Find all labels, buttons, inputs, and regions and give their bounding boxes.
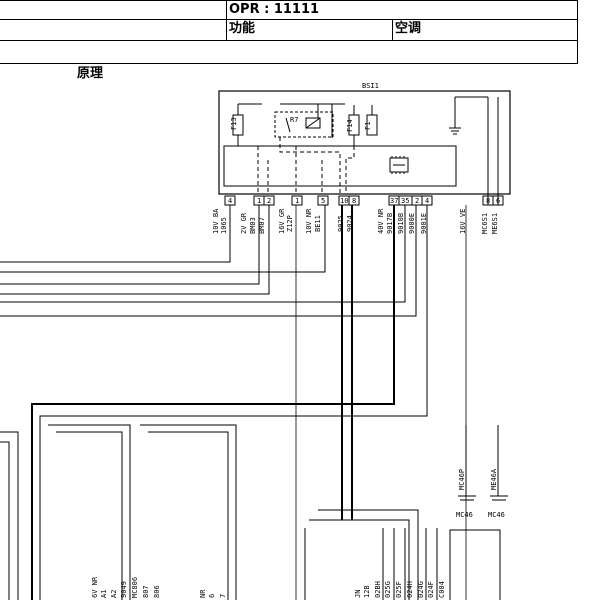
bottom-label: 9049 [120, 581, 128, 598]
pin-number: 8 [352, 197, 356, 205]
internal-wiring [257, 137, 355, 194]
fuse-label: F1 [364, 122, 372, 130]
wire-label: 9001E [420, 213, 428, 234]
bottom-label: 024H [406, 581, 414, 598]
bottom-label: MC806 [131, 577, 139, 598]
bottom-label: JN [354, 590, 362, 598]
wire-label: 2V GR [240, 212, 248, 234]
wire-label: 16V GR [278, 208, 286, 234]
bottom-label: NR [199, 589, 207, 598]
bottom-label: A2 [110, 590, 118, 598]
wire-label: 1065 [220, 217, 228, 234]
pin-number: 5 [321, 197, 325, 205]
wire-label: MC6S1 [481, 213, 489, 234]
bottom-label: A1 [100, 590, 108, 598]
ground-code: MC46P [458, 469, 466, 490]
pin-number: 2 [267, 197, 271, 205]
pin-number: 1 [257, 197, 261, 205]
wire-label: 10V BA [212, 208, 220, 234]
pin-number: 35 [401, 197, 409, 205]
connector-strip: 4 1 2 1 5 10 8 37 35 2 4 8 6 [219, 193, 510, 206]
wire-labels: 10V BA 1065 2V GR BM03 BM07 16V GR Z12P … [212, 208, 499, 234]
header-row-3 [0, 40, 578, 64]
bottom-label: 6 [208, 594, 216, 598]
bottom-label: 7 [219, 594, 227, 598]
lower-components [0, 424, 501, 600]
bottom-label: 025F [395, 581, 403, 598]
bottom-label: 02BH [374, 581, 382, 598]
ground-code: ME46A [490, 468, 498, 490]
chip-icon [389, 156, 409, 174]
pin-number: 4 [228, 197, 232, 205]
wire-label: Z12P [286, 215, 294, 232]
pin-number: 1 [295, 197, 299, 205]
pin-number: 4 [425, 197, 429, 205]
fuse-icon: F14 [346, 105, 360, 146]
ground-icon: ME46A MC46 [488, 425, 508, 519]
ground-label: MC46 [488, 511, 505, 519]
bottom-label: 807 [142, 585, 150, 598]
fuse-icon: F1 [364, 105, 378, 136]
ground-icon: MC46P MC46 [456, 425, 476, 519]
relay-icon: R7 [274, 103, 345, 138]
function-label: 功能 [226, 20, 392, 40]
fuse-label: F14 [346, 119, 354, 132]
wire-label: BM07 [258, 217, 266, 234]
harness-wires [0, 97, 499, 600]
wire-label: 40V NR [377, 208, 385, 234]
bottom-label: 025G [384, 581, 392, 598]
fuse-label: F13 [230, 117, 238, 130]
bottom-label: 12B [363, 585, 371, 598]
wire-label: 9010B [397, 213, 405, 234]
bsi-module-box [218, 90, 511, 195]
bottom-label: 024G [417, 581, 425, 598]
wire-label: 9000E [408, 213, 416, 234]
bsi-inner-block [223, 145, 457, 187]
bsi-module-label: BSI1 [362, 82, 379, 90]
ground-label: MC46 [456, 511, 473, 519]
relay-label: R7 [290, 116, 298, 124]
ground-icon [449, 96, 488, 135]
pin-number: 10 [340, 197, 348, 205]
fuse-icon: F13 [230, 103, 262, 146]
bottom-label: 024F [427, 581, 435, 598]
function-value: 空调 [392, 20, 578, 40]
wire-label: 9024 [346, 215, 354, 232]
pin-number: 37 [390, 197, 398, 205]
bottom-label: C004 [438, 581, 446, 598]
wire-label: 9017B [386, 213, 394, 234]
wire-label: BE11 [314, 215, 322, 232]
wire-label: BM03 [249, 217, 257, 234]
bottom-label: 6V NR [91, 576, 99, 598]
bottom-label: 806 [153, 585, 161, 598]
opr-code: OPR : 11111 [226, 1, 578, 19]
pin-number: 2 [415, 197, 419, 205]
wire-label: 10V NR [305, 208, 313, 234]
section-title: 原理 [77, 66, 104, 81]
bottom-stubs [382, 528, 438, 600]
bottom-labels: 6V NR A1 A2 9049 MC806 807 806 NR 6 7 JN… [91, 576, 446, 598]
wire-label: 16V VE [459, 209, 467, 234]
wire-label: ME6S1 [491, 213, 499, 234]
